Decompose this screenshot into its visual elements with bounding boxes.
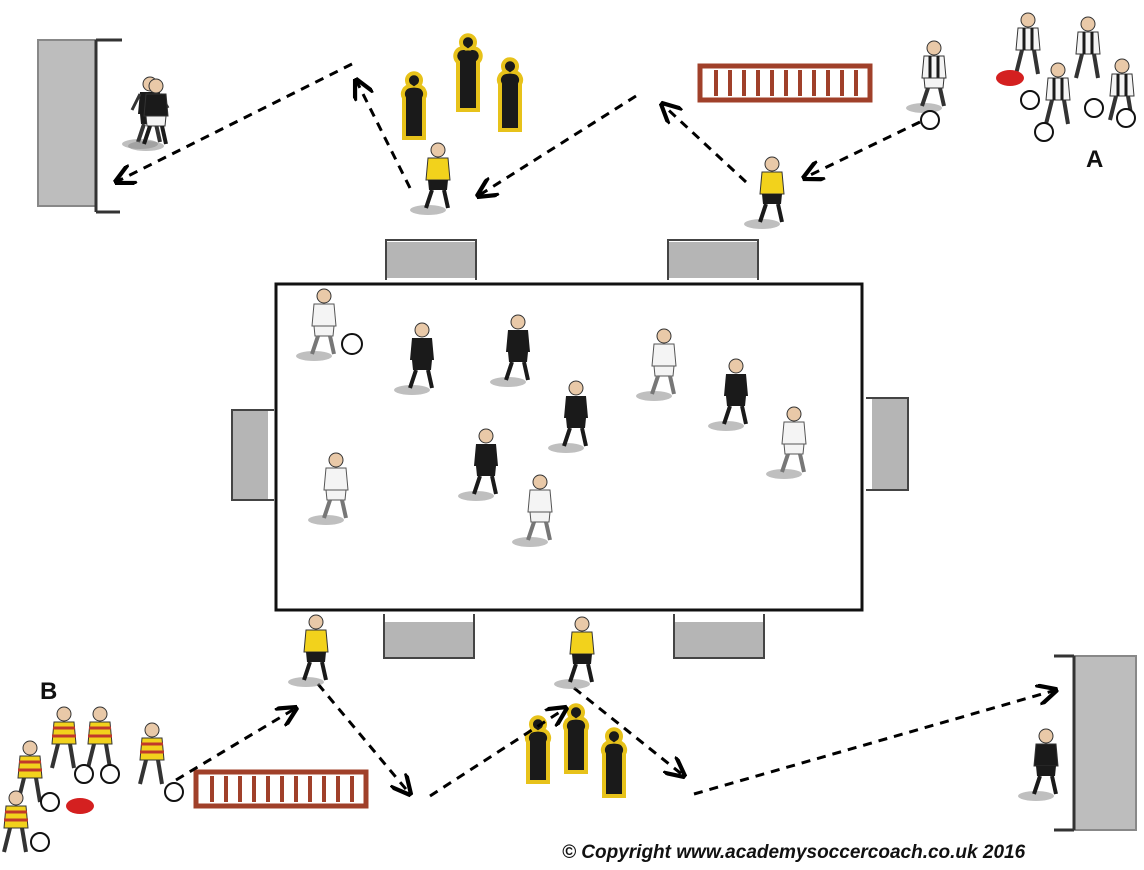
mannequin-icon (400, 33, 524, 140)
player-icon (490, 314, 530, 387)
agility-ladder-icon (697, 63, 873, 103)
goal-top-left (37, 38, 122, 214)
player-icon (1014, 12, 1041, 75)
player-icon (1018, 728, 1059, 801)
player-icon (86, 706, 113, 769)
mini-goal-left (231, 409, 274, 501)
ball-icon (1020, 90, 1040, 110)
cone-icon (66, 798, 94, 814)
ball-icon (40, 792, 60, 812)
player-icon (50, 706, 77, 769)
ball-icon (74, 764, 94, 784)
mannequin-icon (524, 703, 628, 798)
player-icon (636, 328, 677, 401)
ball-icon (164, 782, 184, 802)
copyright-text: © Copyright www.academysoccercoach.co.uk… (562, 842, 1026, 863)
player-icon (906, 40, 947, 113)
player-icon (138, 722, 165, 785)
ball-icon (30, 832, 50, 852)
player-icon (16, 740, 43, 803)
ball-icon (1116, 108, 1136, 128)
mini-goal-bottom-2 (673, 614, 765, 659)
goal-bottom-right (1054, 654, 1137, 832)
player-icon (744, 156, 785, 229)
player-icon (128, 78, 169, 151)
mini-goal-top-1 (385, 239, 477, 280)
player-icon (766, 406, 807, 479)
group-a-label: A (1086, 146, 1104, 173)
ball-icon (100, 764, 120, 784)
player-icon (554, 616, 595, 689)
player-icon (288, 614, 329, 687)
ball-icon (1034, 122, 1054, 142)
ball-icon (341, 333, 363, 355)
player-icon (512, 474, 553, 547)
mini-goal-top-2 (667, 239, 759, 280)
ball-icon (920, 110, 940, 130)
player-icon (458, 428, 498, 501)
player-icon (1044, 62, 1071, 125)
ball-icon (1084, 98, 1104, 118)
pass-arrow-icon (116, 62, 1056, 796)
player-icon (308, 452, 349, 525)
player-icon (410, 142, 451, 215)
player-icon (1108, 58, 1135, 121)
player-icon (296, 288, 337, 361)
cone-icon (996, 70, 1024, 86)
agility-ladder-icon (193, 769, 369, 809)
player-icon (548, 380, 588, 453)
mini-goal-right (866, 397, 909, 491)
player-icon (708, 358, 748, 431)
player-icon (2, 790, 29, 853)
group-b-label: B (40, 678, 58, 705)
player-icon (394, 322, 434, 395)
player-icon (1074, 16, 1101, 79)
mini-goal-bottom-1 (383, 614, 475, 659)
